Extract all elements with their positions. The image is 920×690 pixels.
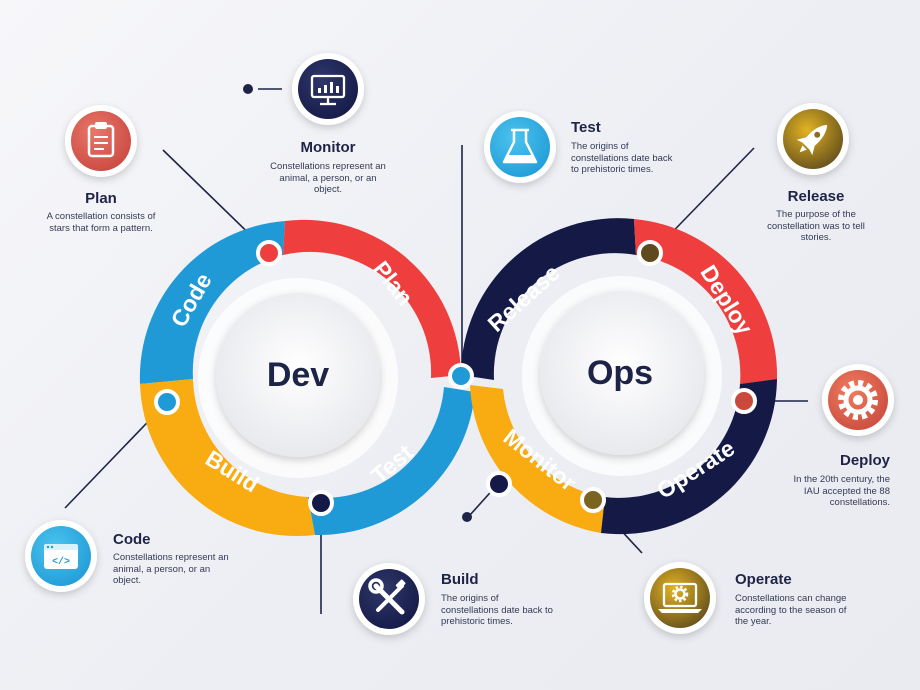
connector-dot bbox=[462, 512, 472, 522]
segment-code bbox=[139, 221, 285, 384]
segment-build bbox=[140, 379, 315, 537]
callout-deploy-title: Deploy bbox=[839, 452, 890, 469]
connector-dot bbox=[243, 84, 253, 94]
callout-release-title: Release bbox=[787, 188, 845, 205]
segment-plan bbox=[283, 219, 461, 378]
callout-build-desc: The origins of constellations date back … bbox=[441, 593, 553, 627]
node-release bbox=[637, 240, 663, 266]
segment-test bbox=[308, 387, 475, 536]
node-test bbox=[448, 363, 474, 389]
wrench-screwdriver-icon bbox=[353, 563, 425, 635]
code-window-icon: </> bbox=[25, 520, 97, 592]
node-operate bbox=[580, 487, 606, 513]
flask-icon bbox=[484, 111, 556, 183]
infinity-ring bbox=[139, 218, 778, 537]
ring-nodes bbox=[154, 240, 757, 516]
node-deploy bbox=[731, 388, 757, 414]
ops-label: Ops bbox=[587, 354, 653, 392]
callout-plan-desc: A constellation consists of stars that f… bbox=[46, 211, 156, 234]
laptop-gear-icon bbox=[644, 562, 716, 634]
callout-operate-desc: Constellations can change according to t… bbox=[735, 593, 847, 627]
callout-deploy-desc: In the 20th century, the IAU accepted th… bbox=[793, 474, 890, 508]
dev-disc bbox=[216, 293, 380, 457]
callout-test-desc: The origins of constellations date back … bbox=[571, 141, 673, 175]
svg-text:</>: </> bbox=[52, 556, 70, 568]
callout-plan-title: Plan bbox=[85, 190, 117, 207]
node-monitor bbox=[486, 471, 512, 497]
callout-test-title: Test bbox=[571, 119, 601, 136]
callout-build-title: Build bbox=[441, 571, 479, 588]
clipboard-icon bbox=[65, 105, 137, 177]
segment-monitor bbox=[470, 385, 605, 533]
node-code bbox=[154, 389, 180, 415]
callout-monitor-title: Monitor bbox=[300, 139, 356, 156]
segment-operate bbox=[601, 379, 777, 535]
gear-icon bbox=[822, 364, 894, 436]
callout-monitor-desc: Constellations represent an animal, a pe… bbox=[270, 161, 386, 195]
node-plan bbox=[256, 240, 282, 266]
segment-release bbox=[461, 218, 636, 380]
node-build bbox=[308, 490, 334, 516]
callout-code-desc: Constellations represent an animal, a pe… bbox=[113, 552, 229, 586]
monitor-chart-icon bbox=[292, 53, 364, 125]
dev-label: Dev bbox=[267, 356, 329, 394]
callout-release-desc: The purpose of the constellation was to … bbox=[767, 209, 865, 243]
ops-disc bbox=[540, 291, 704, 455]
callout-code-title: Code bbox=[113, 531, 151, 548]
callout-operate-title: Operate bbox=[735, 571, 792, 588]
segment-deploy bbox=[634, 219, 778, 384]
rocket-icon bbox=[777, 103, 849, 175]
